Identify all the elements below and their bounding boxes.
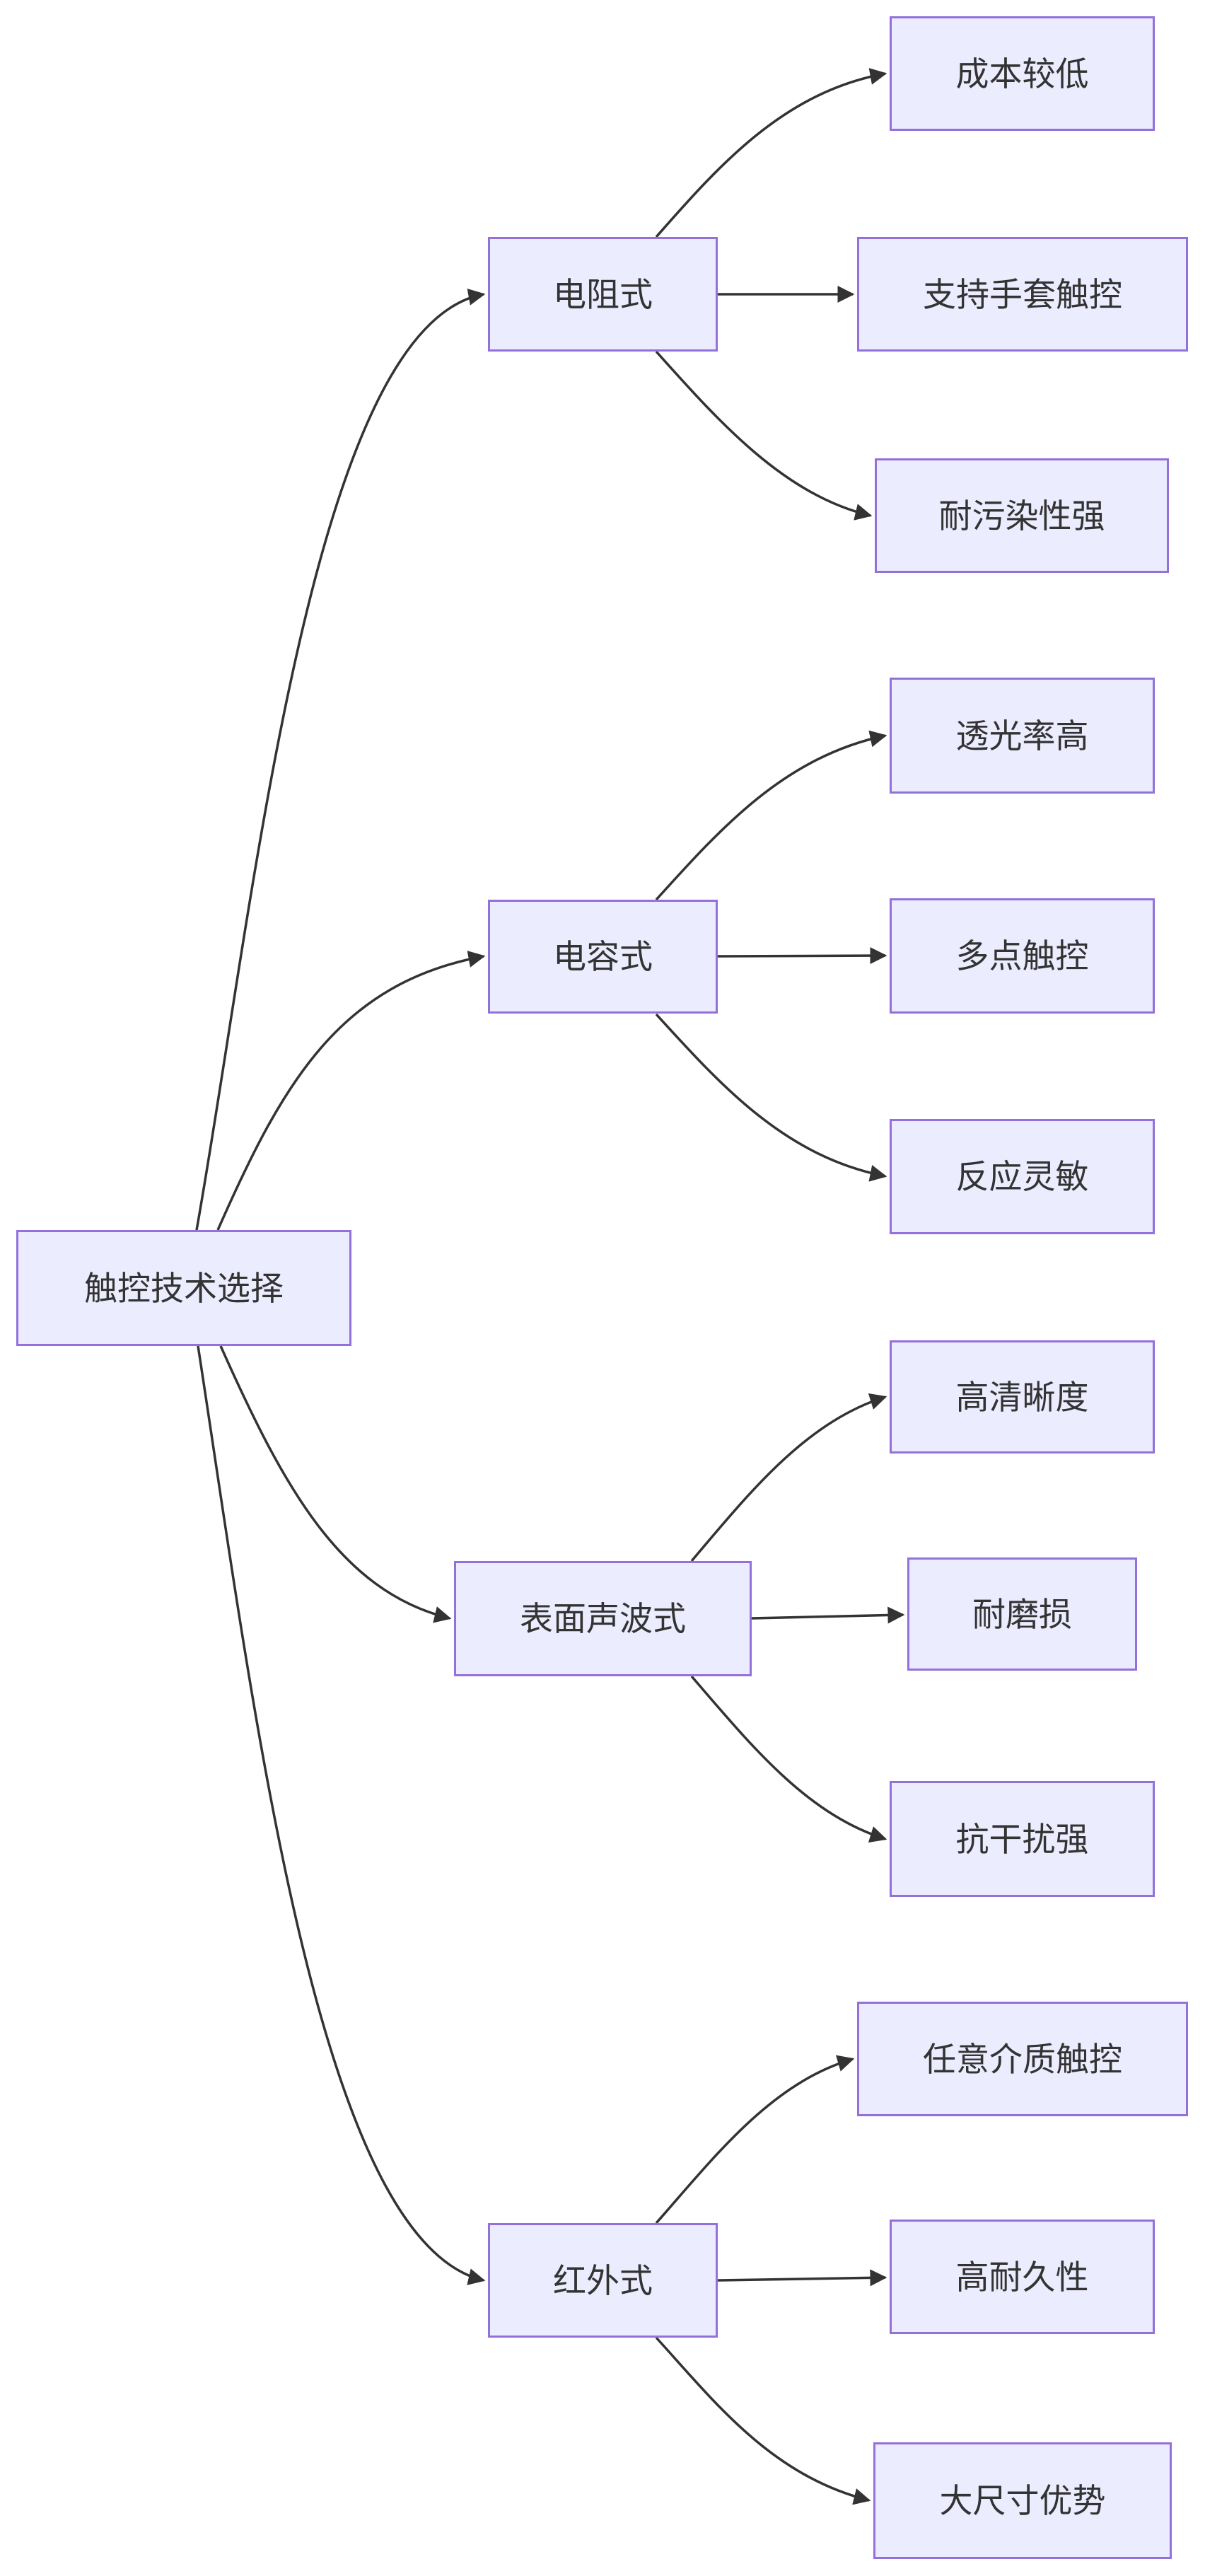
edge-saw-wear-resistant	[751, 1606, 905, 1624]
node-branch-saw-label: 表面声波式	[520, 1600, 686, 1637]
node-leaf-low-cost: 成本较低	[890, 16, 1155, 131]
edge-root-resistive	[195, 289, 486, 1231]
node-leaf-wear-resistant-label: 耐磨损	[972, 1595, 1072, 1633]
node-leaf-multi-touch: 多点触控	[890, 898, 1155, 1014]
edge-infrared-large-size	[655, 2336, 871, 2505]
node-root: 触控技术选择	[16, 1230, 351, 1346]
node-leaf-large-size: 大尺寸优势	[873, 2442, 1172, 2559]
node-leaf-anti-interference: 抗干扰强	[890, 1781, 1155, 1897]
edge-root-saw	[219, 1345, 452, 1623]
node-leaf-stain-resistant: 耐污染性强	[875, 458, 1169, 573]
node-leaf-large-size-label: 大尺寸优势	[939, 2482, 1106, 2519]
node-branch-infrared: 红外式	[488, 2223, 718, 2338]
node-leaf-high-clarity-label: 高清晰度	[955, 1378, 1089, 1416]
edge-saw-anti-interference	[690, 1675, 887, 1843]
node-branch-capacitive-label: 电容式	[553, 938, 653, 975]
node-leaf-multi-touch-label: 多点触控	[955, 937, 1089, 975]
node-leaf-high-transmittance-label: 透光率高	[955, 716, 1089, 755]
node-branch-capacitive: 电容式	[488, 900, 718, 1014]
edge-infrared-any-medium-touch	[655, 2055, 855, 2224]
node-leaf-high-durability-label: 高耐久性	[955, 2258, 1089, 2296]
edge-infrared-high-durability	[717, 2269, 887, 2287]
node-leaf-high-transmittance: 透光率高	[890, 678, 1155, 794]
node-leaf-high-durability: 高耐久性	[890, 2220, 1155, 2334]
node-leaf-any-medium-touch-label: 任意介质触控	[923, 2040, 1122, 2078]
node-branch-resistive-label: 电阻式	[553, 275, 653, 313]
node-leaf-stain-resistant-label: 耐污染性强	[938, 497, 1105, 535]
node-branch-saw: 表面声波式	[454, 1561, 752, 1676]
edge-root-infrared	[197, 1345, 486, 2285]
node-leaf-responsive: 反应灵敏	[890, 1119, 1155, 1234]
node-leaf-responsive-label: 反应灵敏	[955, 1158, 1089, 1195]
node-leaf-anti-interference-label: 抗干扰强	[955, 1820, 1089, 1858]
node-leaf-wear-resistant: 耐磨损	[907, 1557, 1137, 1671]
edge-capacitive-high-transmittance	[655, 730, 887, 901]
node-branch-resistive: 电阻式	[488, 237, 718, 352]
edge-resistive-stain-resistant	[655, 350, 873, 521]
node-leaf-glove-touch: 支持手套触控	[857, 237, 1188, 352]
node-leaf-high-clarity: 高清晰度	[890, 1340, 1155, 1454]
edge-root-capacitive	[216, 951, 486, 1231]
node-leaf-low-cost-label: 成本较低	[955, 54, 1089, 93]
node-leaf-any-medium-touch: 任意介质触控	[857, 2002, 1188, 2116]
node-root-label: 触控技术选择	[84, 1269, 284, 1307]
edge-resistive-low-cost	[655, 68, 887, 238]
node-leaf-glove-touch-label: 支持手套触控	[923, 275, 1122, 313]
edge-saw-high-clarity	[690, 1393, 887, 1562]
edge-capacitive-responsive	[655, 1013, 887, 1182]
node-branch-infrared-label: 红外式	[553, 2261, 653, 2299]
